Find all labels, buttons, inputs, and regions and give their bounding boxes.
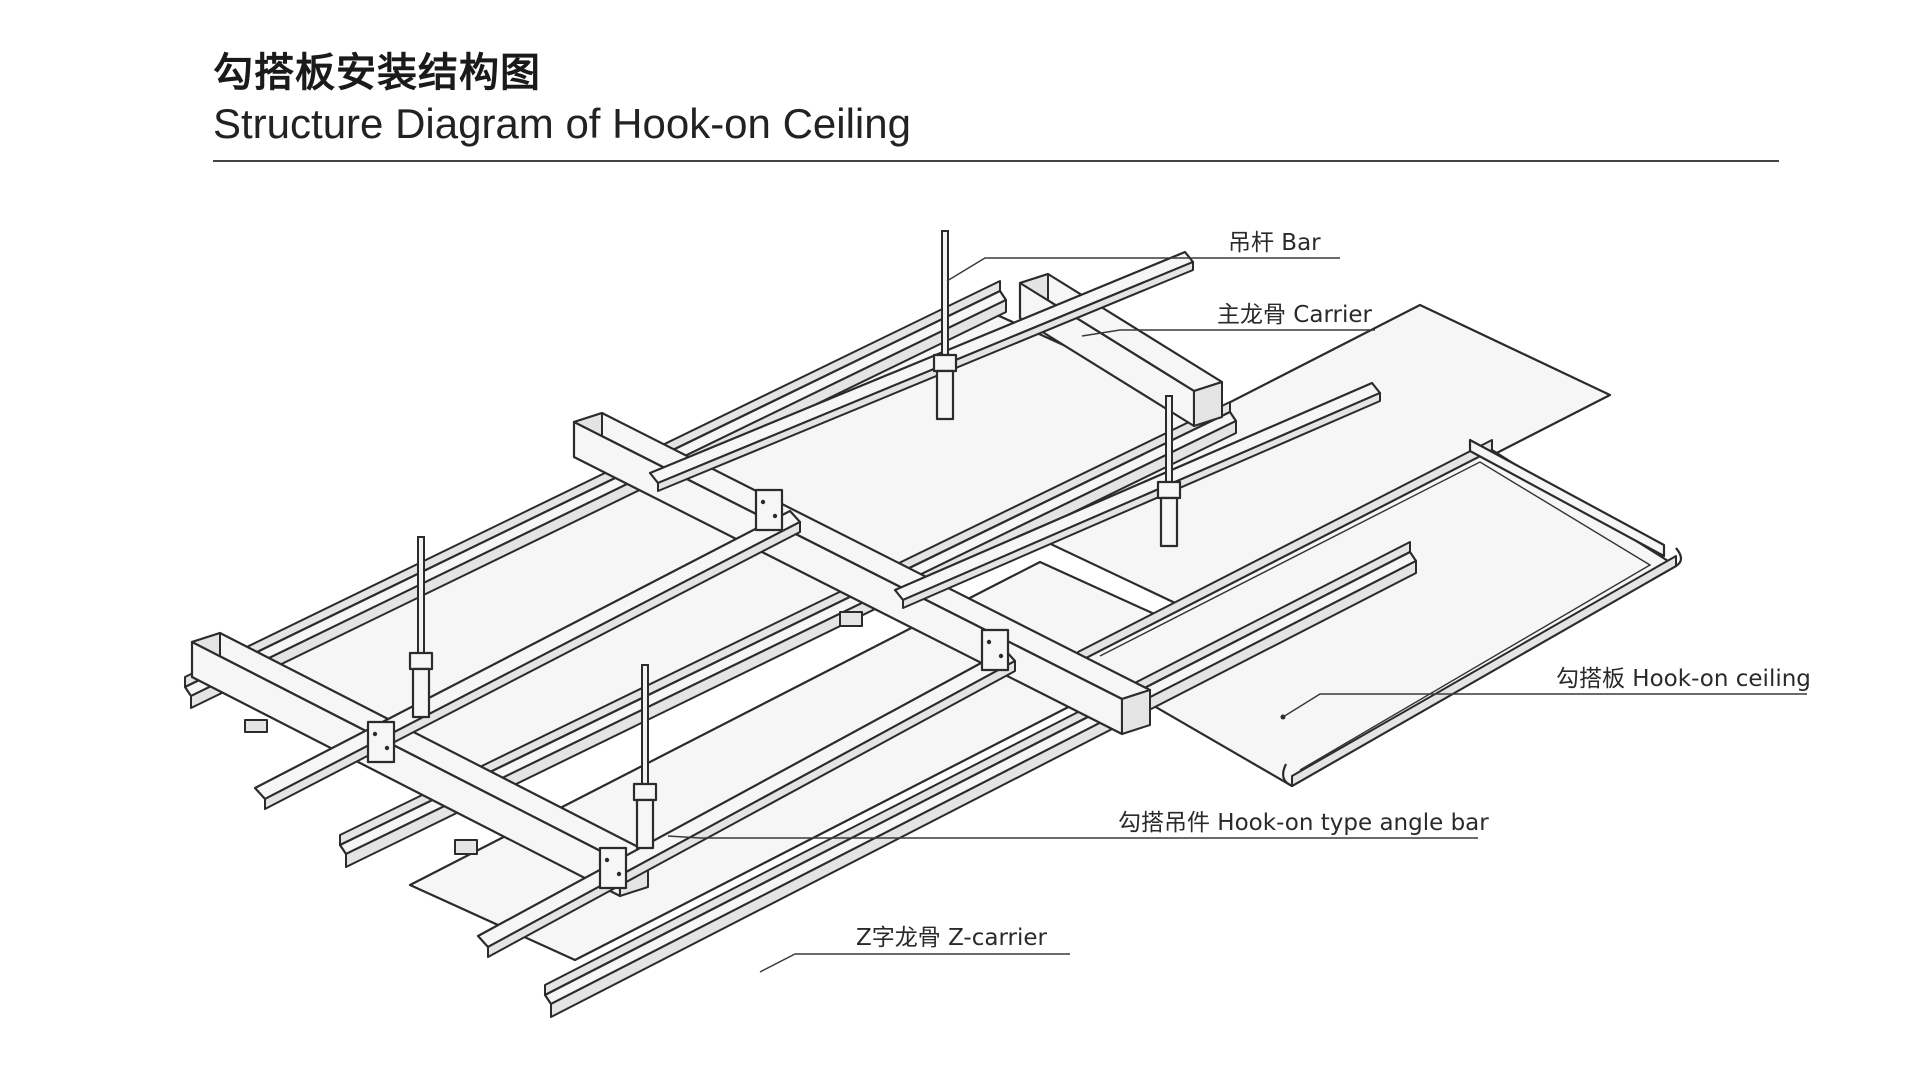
hook-on-type-angle-bar-4 <box>980 628 1010 672</box>
hanger-brackets <box>244 488 1010 890</box>
callout-bar: 吊杆 Bar <box>946 230 1340 282</box>
bar-4 <box>632 664 658 850</box>
z-clip-3 <box>244 719 268 733</box>
callout-zcarrier-label: Z字龙骨 Z-carrier <box>856 925 1048 951</box>
panel-inner-edge <box>1099 461 1652 771</box>
hook-on-type-angle-bar-1 <box>366 720 396 764</box>
callout-hook: 勾搭吊件 Hook-on type angle bar <box>667 810 1489 839</box>
z-carrier-2 <box>338 401 1238 868</box>
z-clip-1 <box>839 611 863 627</box>
hook-on-ceiling-panel <box>1076 438 1683 788</box>
bar-1 <box>932 230 958 421</box>
callout-carrier-label: 主龙骨 Carrier <box>1217 302 1373 328</box>
hook-on-type-angle-bar-2 <box>754 488 784 532</box>
callout-carrier: 主龙骨 Carrier <box>1081 302 1375 337</box>
callout-zcarrier: Z字龙骨 Z-carrier <box>759 925 1070 973</box>
header-divider <box>213 160 1779 162</box>
panel-hook-flange <box>1468 438 1666 558</box>
z-clip-2 <box>454 839 478 855</box>
bar-3 <box>408 536 434 719</box>
header: 勾搭板安装结构图 Structure Diagram of Hook-on Ce… <box>213 48 1779 162</box>
suspension-bars <box>408 230 1182 850</box>
z-carrier-3 <box>543 541 1418 1018</box>
hook-on-type-angle-bar-3 <box>598 846 628 890</box>
z-carriers <box>183 280 1418 1018</box>
angle-bar-4 <box>893 381 1382 609</box>
panel-right-rear <box>998 303 1612 612</box>
angle-bar-1 <box>648 250 1195 492</box>
callout-panel-label: 勾搭板 Hook-on ceiling <box>1556 666 1811 692</box>
title-english: Structure Diagram of Hook-on Ceiling <box>213 100 911 147</box>
title-chinese: 勾搭板安装结构图 <box>213 50 541 96</box>
panel-front-lip <box>1291 555 1677 787</box>
callout-panel: 勾搭板 Hook-on ceiling <box>1282 666 1811 718</box>
bar-2 <box>1156 395 1182 548</box>
z-carrier-1 <box>183 280 1008 709</box>
panel-curl-right <box>1675 547 1683 567</box>
callouts: 吊杆 Bar 主龙骨 Carrier 勾搭板 Hook-on ceiling 勾… <box>667 230 1811 973</box>
callout-hook-label: 勾搭吊件 Hook-on type angle bar <box>1118 810 1489 836</box>
panel-curl-left <box>1281 763 1293 788</box>
callout-bar-label: 吊杆 Bar <box>1228 230 1321 256</box>
